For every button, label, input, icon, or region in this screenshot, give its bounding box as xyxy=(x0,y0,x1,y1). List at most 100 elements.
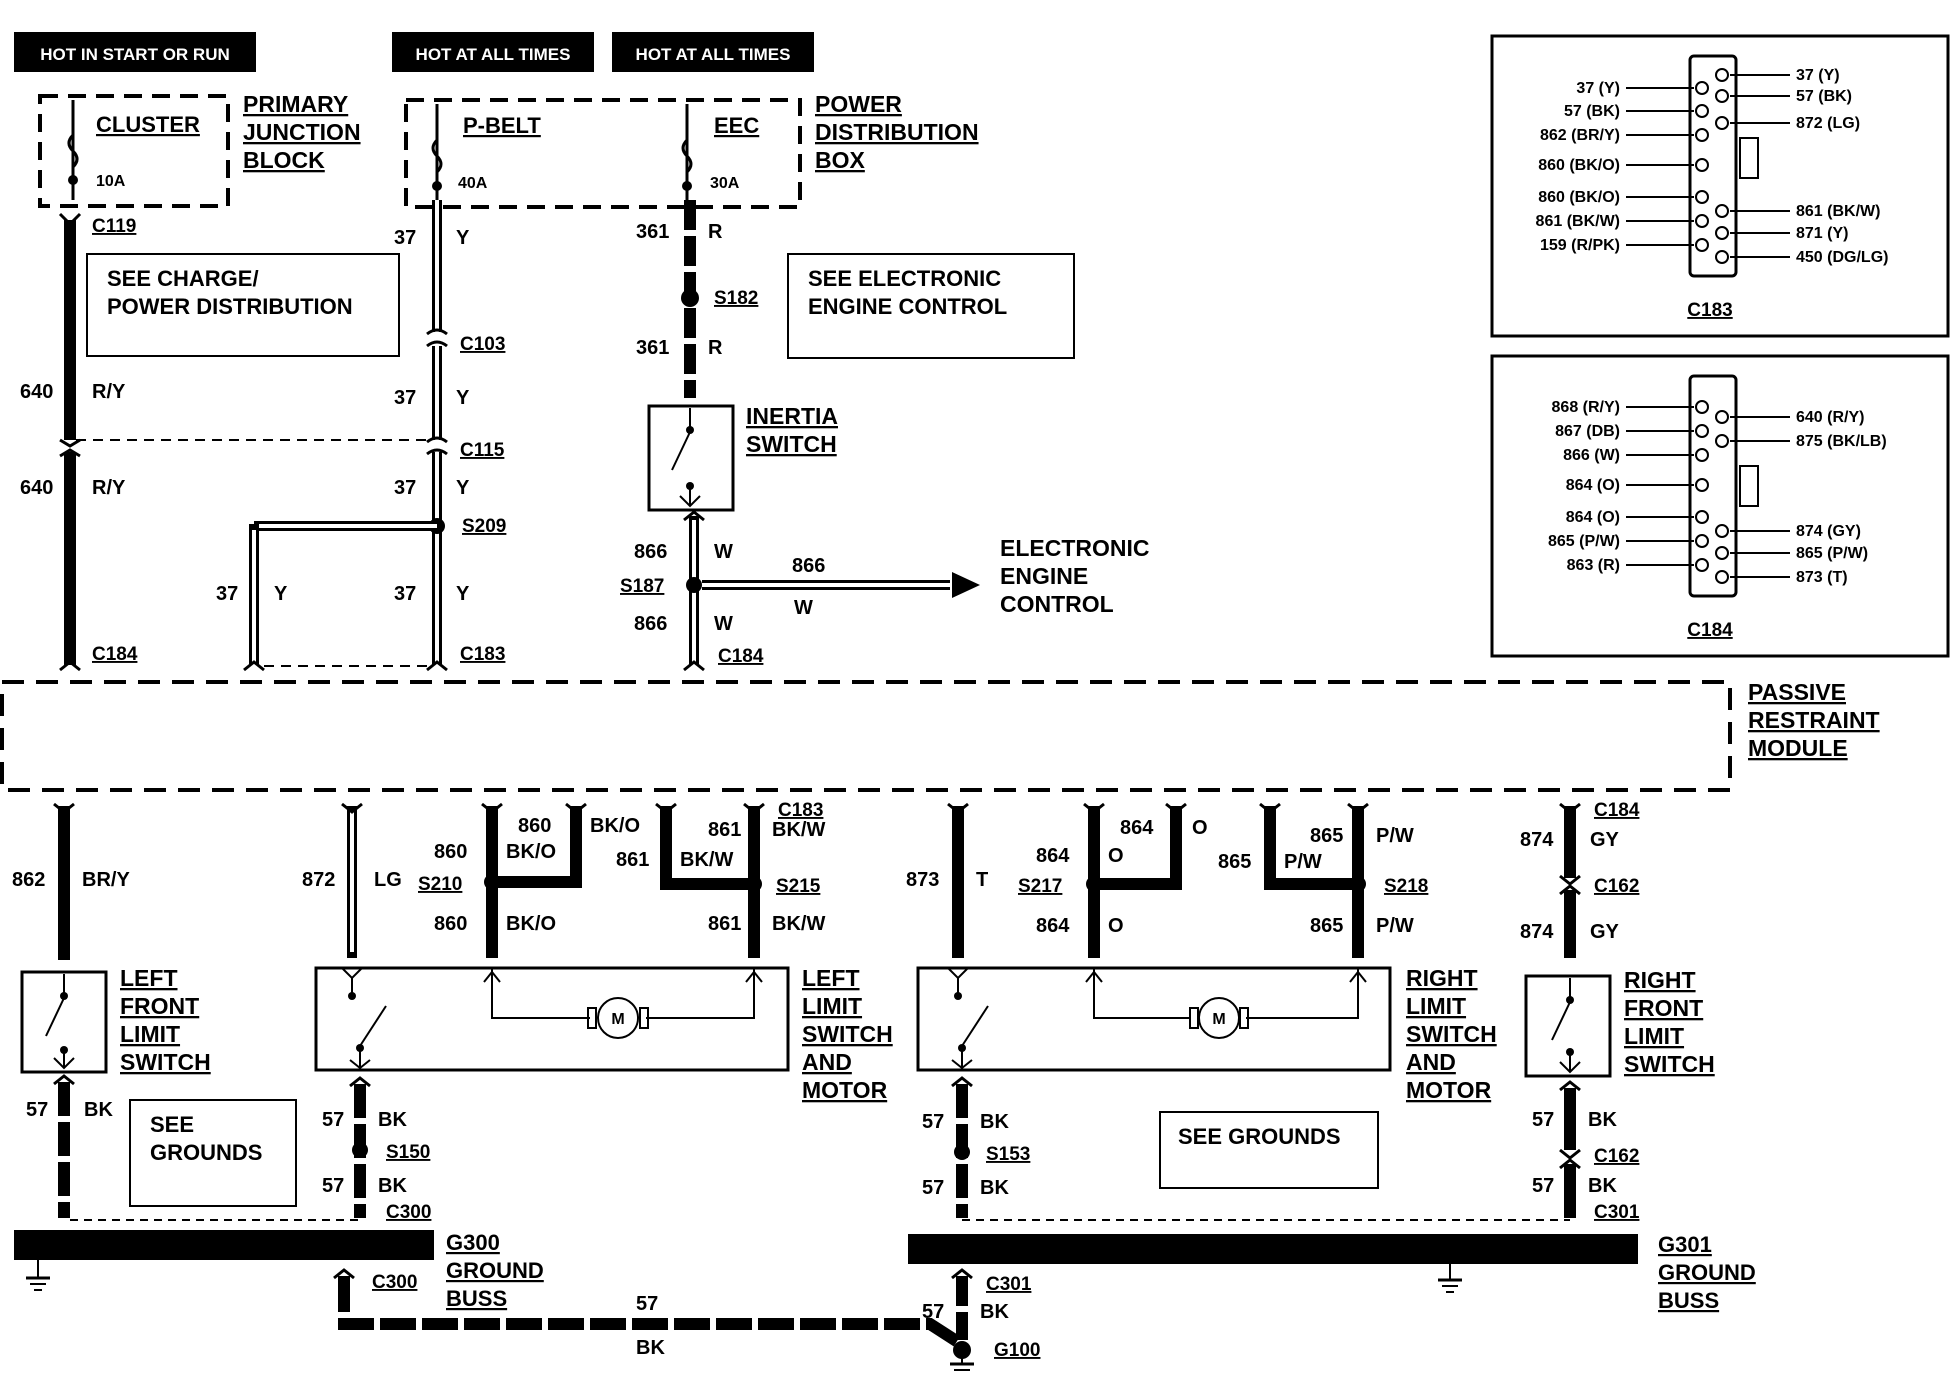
splice-s150: S150 xyxy=(386,1142,430,1163)
note-charge-line-1: SEE CHARGE/ xyxy=(107,266,259,291)
connector-pin xyxy=(1695,424,1709,438)
wire-57i-color: BK xyxy=(980,1301,1009,1323)
connector-c301-a: C301 xyxy=(1594,1202,1640,1223)
fuse-pbelt-rating: 40A xyxy=(458,175,488,192)
connector-pin xyxy=(1695,400,1709,414)
connector-c115: C115 xyxy=(460,440,505,461)
splice-s182: S182 xyxy=(714,288,758,309)
wire-866b-color: W xyxy=(794,597,813,619)
wire-864: 864 O 864 O S217 864 O xyxy=(1018,802,1208,958)
wire-361a-number: 361 xyxy=(636,221,669,243)
wire-57h-number: 57 xyxy=(1532,1175,1554,1197)
wire-865c-number: 865 xyxy=(1310,915,1343,937)
wire-37d-number: 37 xyxy=(216,583,238,605)
primary-junction-label-1: PRIMARY xyxy=(243,91,348,117)
connector-pin xyxy=(1695,238,1709,252)
prm-label-1: PASSIVE xyxy=(1748,679,1846,705)
connector-pin xyxy=(1695,478,1709,492)
connector-c183-a: C183 xyxy=(460,644,505,665)
wire-874b-number: 874 xyxy=(1520,921,1554,943)
rlsm-label-5: MOTOR xyxy=(1406,1077,1492,1103)
wire-866: 866 W S187 866 W 866 W C184 ELECTRONIC E… xyxy=(620,510,1150,672)
c183-right-pin: 872 (LG) xyxy=(1796,115,1860,132)
wire-37d-color: Y xyxy=(274,583,288,605)
rlsm-label-1: RIGHT xyxy=(1406,965,1478,991)
connector-pin xyxy=(1695,158,1709,172)
wire-864b-number: 864 xyxy=(1120,817,1154,839)
motor-right-label: M xyxy=(1212,1011,1225,1028)
splice-s217: S217 xyxy=(1018,876,1062,897)
eec-output-label-3: CONTROL xyxy=(1000,591,1114,617)
wire-865: 865 P/W 865 P/W S218 865 P/W xyxy=(1218,802,1428,958)
wire-866b-number: 866 xyxy=(792,555,825,577)
wire-57c-number: 57 xyxy=(322,1175,344,1197)
wire-57g-color: BK xyxy=(1588,1109,1617,1131)
header-hot-start-run: HOT IN START OR RUN xyxy=(14,32,256,72)
wire-37a-color: Y xyxy=(456,227,470,249)
splice-s187: S187 xyxy=(620,576,664,597)
wire-57h-color: BK xyxy=(1588,1175,1617,1197)
primary-junction-label-3: BLOCK xyxy=(243,147,325,173)
connector-pin xyxy=(1695,128,1709,142)
c183-right-pin: 450 (DG/LG) xyxy=(1796,249,1888,266)
wire-862: 862 BR/Y xyxy=(12,802,130,960)
connector-pin xyxy=(1715,524,1729,538)
primary-junction-label-2: JUNCTION xyxy=(243,119,361,145)
wire-862-number: 862 xyxy=(12,869,45,891)
c184-left-pin: 866 (W) xyxy=(1563,447,1620,464)
header-hot-all-times-1: HOT AT ALL TIMES xyxy=(392,32,594,72)
fuse-cluster-label: CLUSTER xyxy=(96,112,200,137)
eec-output-label-2: ENGINE xyxy=(1000,563,1088,589)
c183-left-pin: 860 (BK/O) xyxy=(1538,157,1620,174)
left-limit-switch-and-motor: M LEFT LIMIT SWITCH AND MOTOR xyxy=(314,965,893,1103)
power-distribution-box: P-BELT 40A EEC 30A POWER DISTRIBUTION BO… xyxy=(404,91,979,209)
c183-connector-view: C183 37 (Y) 57 (BK) 862 (BR/Y) 860 (BK/O… xyxy=(1490,34,1950,338)
lfls-label-4: SWITCH xyxy=(120,1049,211,1075)
wire-57b-number: 57 xyxy=(322,1109,344,1131)
wire-57f-color: BK xyxy=(980,1177,1009,1199)
c183-right-pin: 861 (BK/W) xyxy=(1796,203,1880,220)
connector-c300-b: C300 xyxy=(372,1272,417,1293)
c184-left-pin: 863 (R) xyxy=(1567,557,1620,574)
wire-361: 361 R S182 361 R xyxy=(636,200,758,398)
lfls-label-3: LIMIT xyxy=(120,1021,180,1047)
rlsm-label-4: AND xyxy=(1406,1049,1456,1075)
passive-restraint-module: PASSIVE RESTRAINT MODULE xyxy=(0,679,1880,792)
wire-57-left-motor: 57 BK S150 57 BK C300 xyxy=(322,1076,431,1223)
g301-label-2: GROUND xyxy=(1658,1260,1756,1285)
motor-left-label: M xyxy=(611,1011,624,1028)
c183-left-pin: 37 (Y) xyxy=(1576,80,1620,97)
wire-864a-color: O xyxy=(1108,845,1124,867)
wire-860c-color: BK/O xyxy=(506,913,556,935)
llsm-label-5: MOTOR xyxy=(802,1077,888,1103)
c184-right-pin: 640 (R/Y) xyxy=(1796,409,1864,426)
wire-865b-color: P/W xyxy=(1284,851,1322,873)
connector-c119: C119 xyxy=(92,216,136,237)
rlsm-label-3: SWITCH xyxy=(1406,1021,1497,1047)
arrow-right-icon xyxy=(952,572,980,598)
connector-pin xyxy=(1715,89,1729,103)
header-hot-start-run-text: HOT IN START OR RUN xyxy=(40,45,230,64)
note-charge-line-2: POWER DISTRIBUTION xyxy=(107,294,353,319)
wire-866a-color: W xyxy=(714,541,733,563)
connector-c183-b: C183 xyxy=(778,800,823,821)
c183-left-pin: 861 (BK/W) xyxy=(1536,213,1620,230)
note-grounds-right: SEE GROUNDS xyxy=(1159,1111,1379,1189)
c183-right-pin: 871 (Y) xyxy=(1796,225,1848,242)
fuse-icon xyxy=(431,138,443,174)
right-front-limit-switch: RIGHT FRONT LIMIT SWITCH xyxy=(1524,967,1715,1078)
connector-pin xyxy=(1715,570,1729,584)
wire-861a-number: 861 xyxy=(708,819,741,841)
connector-pin xyxy=(1715,434,1729,448)
wire-37c-color: Y xyxy=(456,477,470,499)
c184-left-pin: 864 (O) xyxy=(1566,509,1620,526)
connector-c184-b: C184 xyxy=(718,646,764,667)
c184-right-pin: 874 (GY) xyxy=(1796,523,1861,540)
power-dist-label-2: DISTRIBUTION xyxy=(815,119,979,145)
llsm-label-4: AND xyxy=(802,1049,852,1075)
llsm-label-1: LEFT xyxy=(802,965,860,991)
c183-view-title: C183 xyxy=(1687,300,1732,321)
g300-label-2: GROUND xyxy=(446,1258,544,1283)
